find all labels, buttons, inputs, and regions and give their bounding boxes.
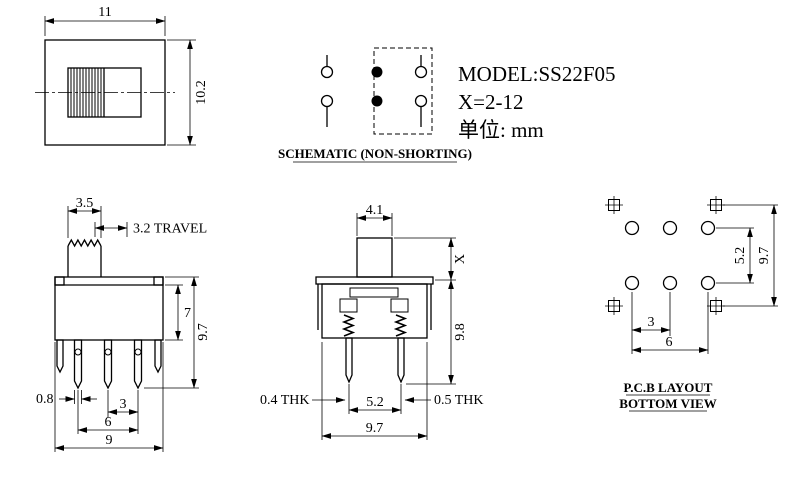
schematic-moving-contact-box [373, 47, 433, 135]
side-pin-right [397, 337, 405, 384]
schematic-view: SCHEMATIC (NON-SHORTING) [278, 47, 472, 163]
front-knob [67, 238, 102, 277]
title-block: MODEL:SS22F05 X=2-12 单位: mm [458, 62, 616, 142]
terminal-open-2 [414, 65, 428, 79]
side-body-outline [321, 283, 428, 339]
pcb-caption-line1: P.C.B LAYOUT [624, 380, 713, 395]
dim-side-knob-height: X [453, 254, 468, 264]
schematic-terminal-leads [326, 55, 422, 127]
spring-left [341, 314, 356, 337]
side-top-plate [315, 276, 434, 285]
dim-pcb-row-pitch: 5.2 [733, 247, 748, 265]
front-frame-tab-right [153, 276, 164, 286]
dim-side-overall-width: 9.7 [366, 421, 384, 436]
top-view-dimension-lines [44, 16, 196, 146]
terminal-open-3 [320, 94, 334, 108]
terminal-open-4 [414, 94, 428, 108]
dim-pin-span: 6 [105, 415, 112, 430]
dim-pcb-hole-span: 6 [666, 335, 673, 350]
side-pin-left [345, 337, 353, 384]
dim-side-height: 9.8 [453, 323, 468, 341]
side-view: 4.1 X 9.8 0.4 THK 5.2 0.5 THK 9.7 [260, 203, 484, 440]
front-mount-leg-left [56, 339, 64, 374]
pcb-caption-line2: BOTTOM VIEW [619, 396, 716, 411]
terminal-open-1 [320, 65, 334, 79]
top-view: 11 10.2 [35, 5, 209, 146]
side-view-dimension-lines [312, 213, 456, 440]
front-view-dimension-lines [54, 206, 199, 452]
side-slider-contact [349, 287, 399, 298]
terminal-common-2 [371, 95, 383, 107]
dim-thk-left: 0.4 THK [260, 393, 310, 408]
dim-knob-width: 3.5 [76, 196, 94, 211]
dim-body-height: 7 [184, 306, 191, 321]
dim-body-width: 9 [106, 433, 113, 448]
unit-text: 单位: mm [458, 118, 544, 142]
spring-right [393, 314, 408, 337]
dim-pin-pitch: 3 [120, 397, 127, 412]
pcb-pin-holes [624, 220, 716, 291]
pcb-mount-pads [608, 199, 722, 312]
dim-pcb-hole-pitch: 3 [648, 315, 655, 330]
side-contact-left [339, 298, 358, 313]
front-body-outline [54, 276, 164, 341]
terminal-common-1 [371, 66, 383, 78]
side-knob [356, 237, 393, 278]
dim-side-pin-span: 5.2 [366, 395, 384, 410]
dim-travel: 3.2 TRAVEL [133, 222, 207, 237]
side-contact-right [390, 298, 409, 313]
dim-pin-width: 0.8 [36, 392, 54, 407]
schematic-caption: SCHEMATIC (NON-SHORTING) [278, 146, 472, 161]
dim-top-width: 11 [98, 5, 111, 20]
dim-pcb-overall: 9.7 [757, 247, 772, 265]
model-text: MODEL:SS22F05 [458, 62, 616, 86]
pcb-dimension-lines [631, 204, 778, 354]
pcb-pad-center-marks [605, 196, 725, 315]
front-view: 3.5 3.2 TRAVEL 7 9.7 0.8 3 6 9 [36, 196, 211, 452]
front-frame-tab-left [54, 276, 65, 286]
dim-side-knob-width: 4.1 [366, 203, 384, 218]
front-mount-leg-right [154, 339, 162, 374]
dim-overall-height: 9.7 [196, 323, 211, 341]
dim-top-height: 10.2 [194, 80, 209, 105]
pcb-layout-view: 5.2 9.7 3 6 P.C.B LAYOUT BOTTOM VIEW [605, 196, 778, 412]
front-pins [73, 339, 143, 390]
x-range-text: X=2-12 [458, 90, 524, 114]
dim-thk-right: 0.5 THK [434, 393, 484, 408]
